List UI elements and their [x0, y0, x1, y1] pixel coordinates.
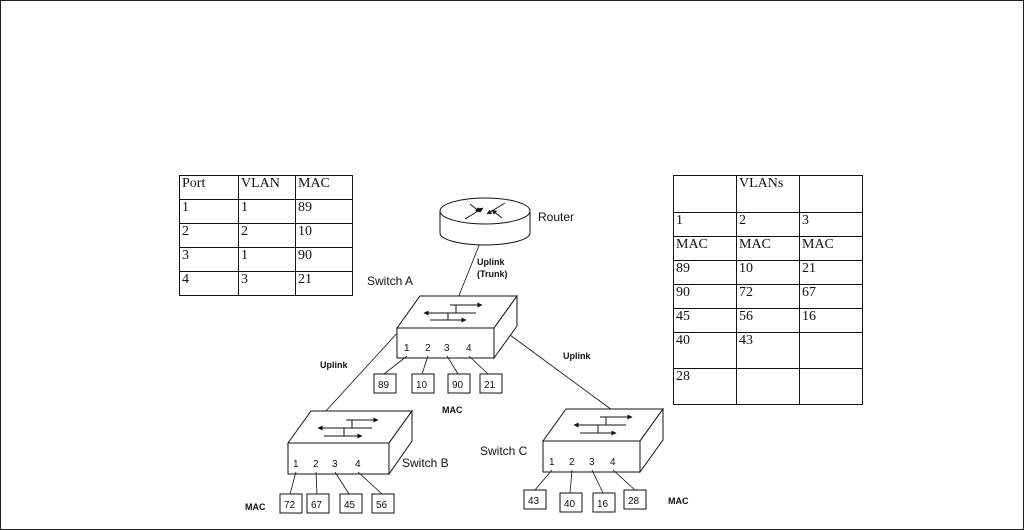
- switch-arrows-icon: [573, 414, 633, 436]
- table-row: 89 10 21: [673, 260, 863, 285]
- port-number: 1: [549, 457, 555, 468]
- switch-arrows-icon: [423, 302, 483, 323]
- table-row: 1 1 89: [179, 199, 353, 224]
- table-cell: 21: [295, 271, 353, 296]
- table-header-row: VLANs: [673, 175, 863, 213]
- mac-box: [559, 492, 583, 513]
- table-cell: [799, 332, 863, 369]
- table-cell: MAC: [736, 236, 800, 261]
- table-cell: 89: [673, 260, 737, 285]
- mac-box: [623, 489, 647, 510]
- mac-box: [373, 373, 397, 394]
- table-cell: [799, 368, 863, 405]
- port-leads: [534, 469, 636, 494]
- table-header-row: Port VLAN MAC: [179, 175, 353, 200]
- mac-value: 21: [484, 380, 496, 391]
- table-cell: [736, 368, 800, 405]
- port-number: 1: [293, 459, 299, 470]
- switch-b-label: Switch B: [402, 456, 449, 470]
- table-row: 4 3 21: [179, 271, 353, 296]
- table-cell: [673, 175, 737, 213]
- port-number: 2: [425, 343, 431, 354]
- mac-value: 45: [344, 500, 356, 511]
- switch-a: [396, 294, 518, 360]
- table-cell: 43: [736, 332, 800, 369]
- mac-label: MAC: [668, 496, 689, 506]
- mac-value: 89: [378, 380, 390, 391]
- table-cell: 2: [179, 223, 239, 248]
- mac-value: 16: [597, 499, 609, 510]
- connection-lines: [324, 242, 613, 413]
- table-cell: 45: [673, 308, 737, 333]
- table-cell: MAC: [799, 236, 863, 261]
- mac-box: [447, 373, 471, 394]
- mac-box: [411, 373, 435, 394]
- port-number: 3: [332, 459, 338, 470]
- table-cell: 21: [799, 260, 863, 285]
- table-cell: MAC: [295, 175, 353, 200]
- port-leads: [289, 471, 383, 495]
- table-cell: 3: [238, 271, 296, 296]
- mac-box: [339, 493, 363, 514]
- mac-value: 10: [416, 380, 428, 391]
- mac-box: [371, 493, 395, 514]
- port-leads: [383, 355, 489, 375]
- table-cell: MAC: [673, 236, 737, 261]
- mac-value: 28: [628, 496, 640, 507]
- table-row: MAC MAC MAC: [673, 236, 863, 261]
- table-row: 40 43: [673, 332, 863, 369]
- port-number: 4: [610, 457, 616, 468]
- switch-c: [542, 407, 664, 474]
- port-vlan-mac-table: Port VLAN MAC 1 1 89 2 2 10 3 1 90 4 3 2…: [179, 175, 353, 296]
- mac-label: MAC: [245, 502, 266, 512]
- uplink-right-label: Uplink: [563, 351, 591, 361]
- uplink-left-label: Uplink: [320, 360, 348, 370]
- port-number: 4: [466, 343, 472, 354]
- mac-value: 40: [564, 499, 576, 510]
- port-number: 4: [355, 459, 361, 470]
- switch-c-label: Switch C: [480, 444, 528, 458]
- mac-box: [592, 492, 616, 513]
- router-trunk-line: [457, 242, 481, 299]
- table-row: 1 2 3: [673, 212, 863, 237]
- mac-value: 56: [376, 500, 388, 511]
- table-cell: 72: [736, 284, 800, 309]
- port-number: 1: [404, 343, 410, 354]
- table-row: 90 72 67: [673, 284, 863, 309]
- table-row: 45 56 16: [673, 308, 863, 333]
- mac-value: 67: [311, 500, 323, 511]
- uplink-line-b: [324, 329, 401, 413]
- port-number: 2: [569, 457, 575, 468]
- mac-value: 90: [452, 380, 464, 391]
- mac-box: [279, 493, 303, 514]
- table-cell: 3: [799, 212, 863, 237]
- mac-box: [306, 493, 330, 514]
- table-cell: VLAN: [238, 175, 296, 200]
- mac-label: MAC: [442, 405, 463, 415]
- port-number: 3: [444, 343, 450, 354]
- mac-box: [523, 489, 547, 510]
- mac-value: 43: [528, 496, 540, 507]
- port-number: 3: [589, 457, 595, 468]
- switch-arrows-icon: [317, 417, 379, 439]
- mac-box: [479, 373, 503, 394]
- table-row: 28: [673, 368, 863, 405]
- table-cell: 28: [673, 368, 737, 405]
- table-cell: 4: [179, 271, 239, 296]
- switch-a-label: Switch A: [367, 274, 413, 288]
- uplink-trunk-sublabel: (Trunk): [477, 269, 508, 279]
- mac-value: 72: [284, 500, 296, 511]
- uplink-line-c: [509, 334, 613, 411]
- router-icon: [439, 197, 531, 246]
- port-number: 2: [313, 459, 319, 470]
- uplink-trunk-label: Uplink: [477, 257, 505, 267]
- router-label: Router: [538, 210, 574, 224]
- switch-b: [287, 409, 413, 476]
- table-cell: VLANs: [736, 175, 800, 213]
- vlans-mac-table: VLANs 1 2 3 MAC MAC MAC 89 10 21 90 72 6…: [673, 175, 863, 405]
